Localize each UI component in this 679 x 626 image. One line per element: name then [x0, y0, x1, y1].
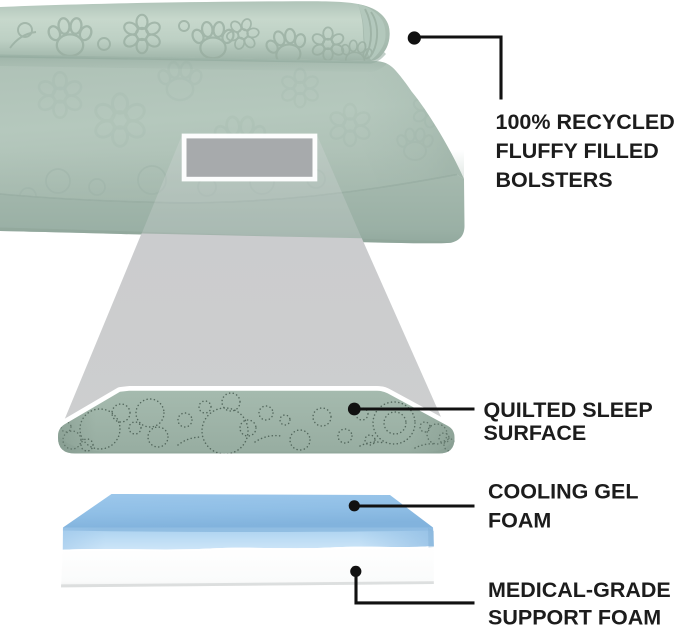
svg-text:BOLSTERS: BOLSTERS — [496, 168, 613, 192]
svg-text:MEDICAL-GRADE: MEDICAL-GRADE — [488, 578, 671, 602]
svg-text:FOAM: FOAM — [488, 509, 551, 533]
svg-text:COOLING GEL: COOLING GEL — [488, 480, 639, 504]
svg-text:100% RECYCLED: 100% RECYCLED — [496, 110, 675, 134]
svg-text:SURFACE: SURFACE — [484, 421, 587, 445]
svg-text:QUILTED SLEEP: QUILTED SLEEP — [484, 398, 653, 422]
svg-text:SUPPORT FOAM: SUPPORT FOAM — [488, 605, 661, 626]
svg-text:FLUFFY FILLED: FLUFFY FILLED — [496, 139, 659, 163]
